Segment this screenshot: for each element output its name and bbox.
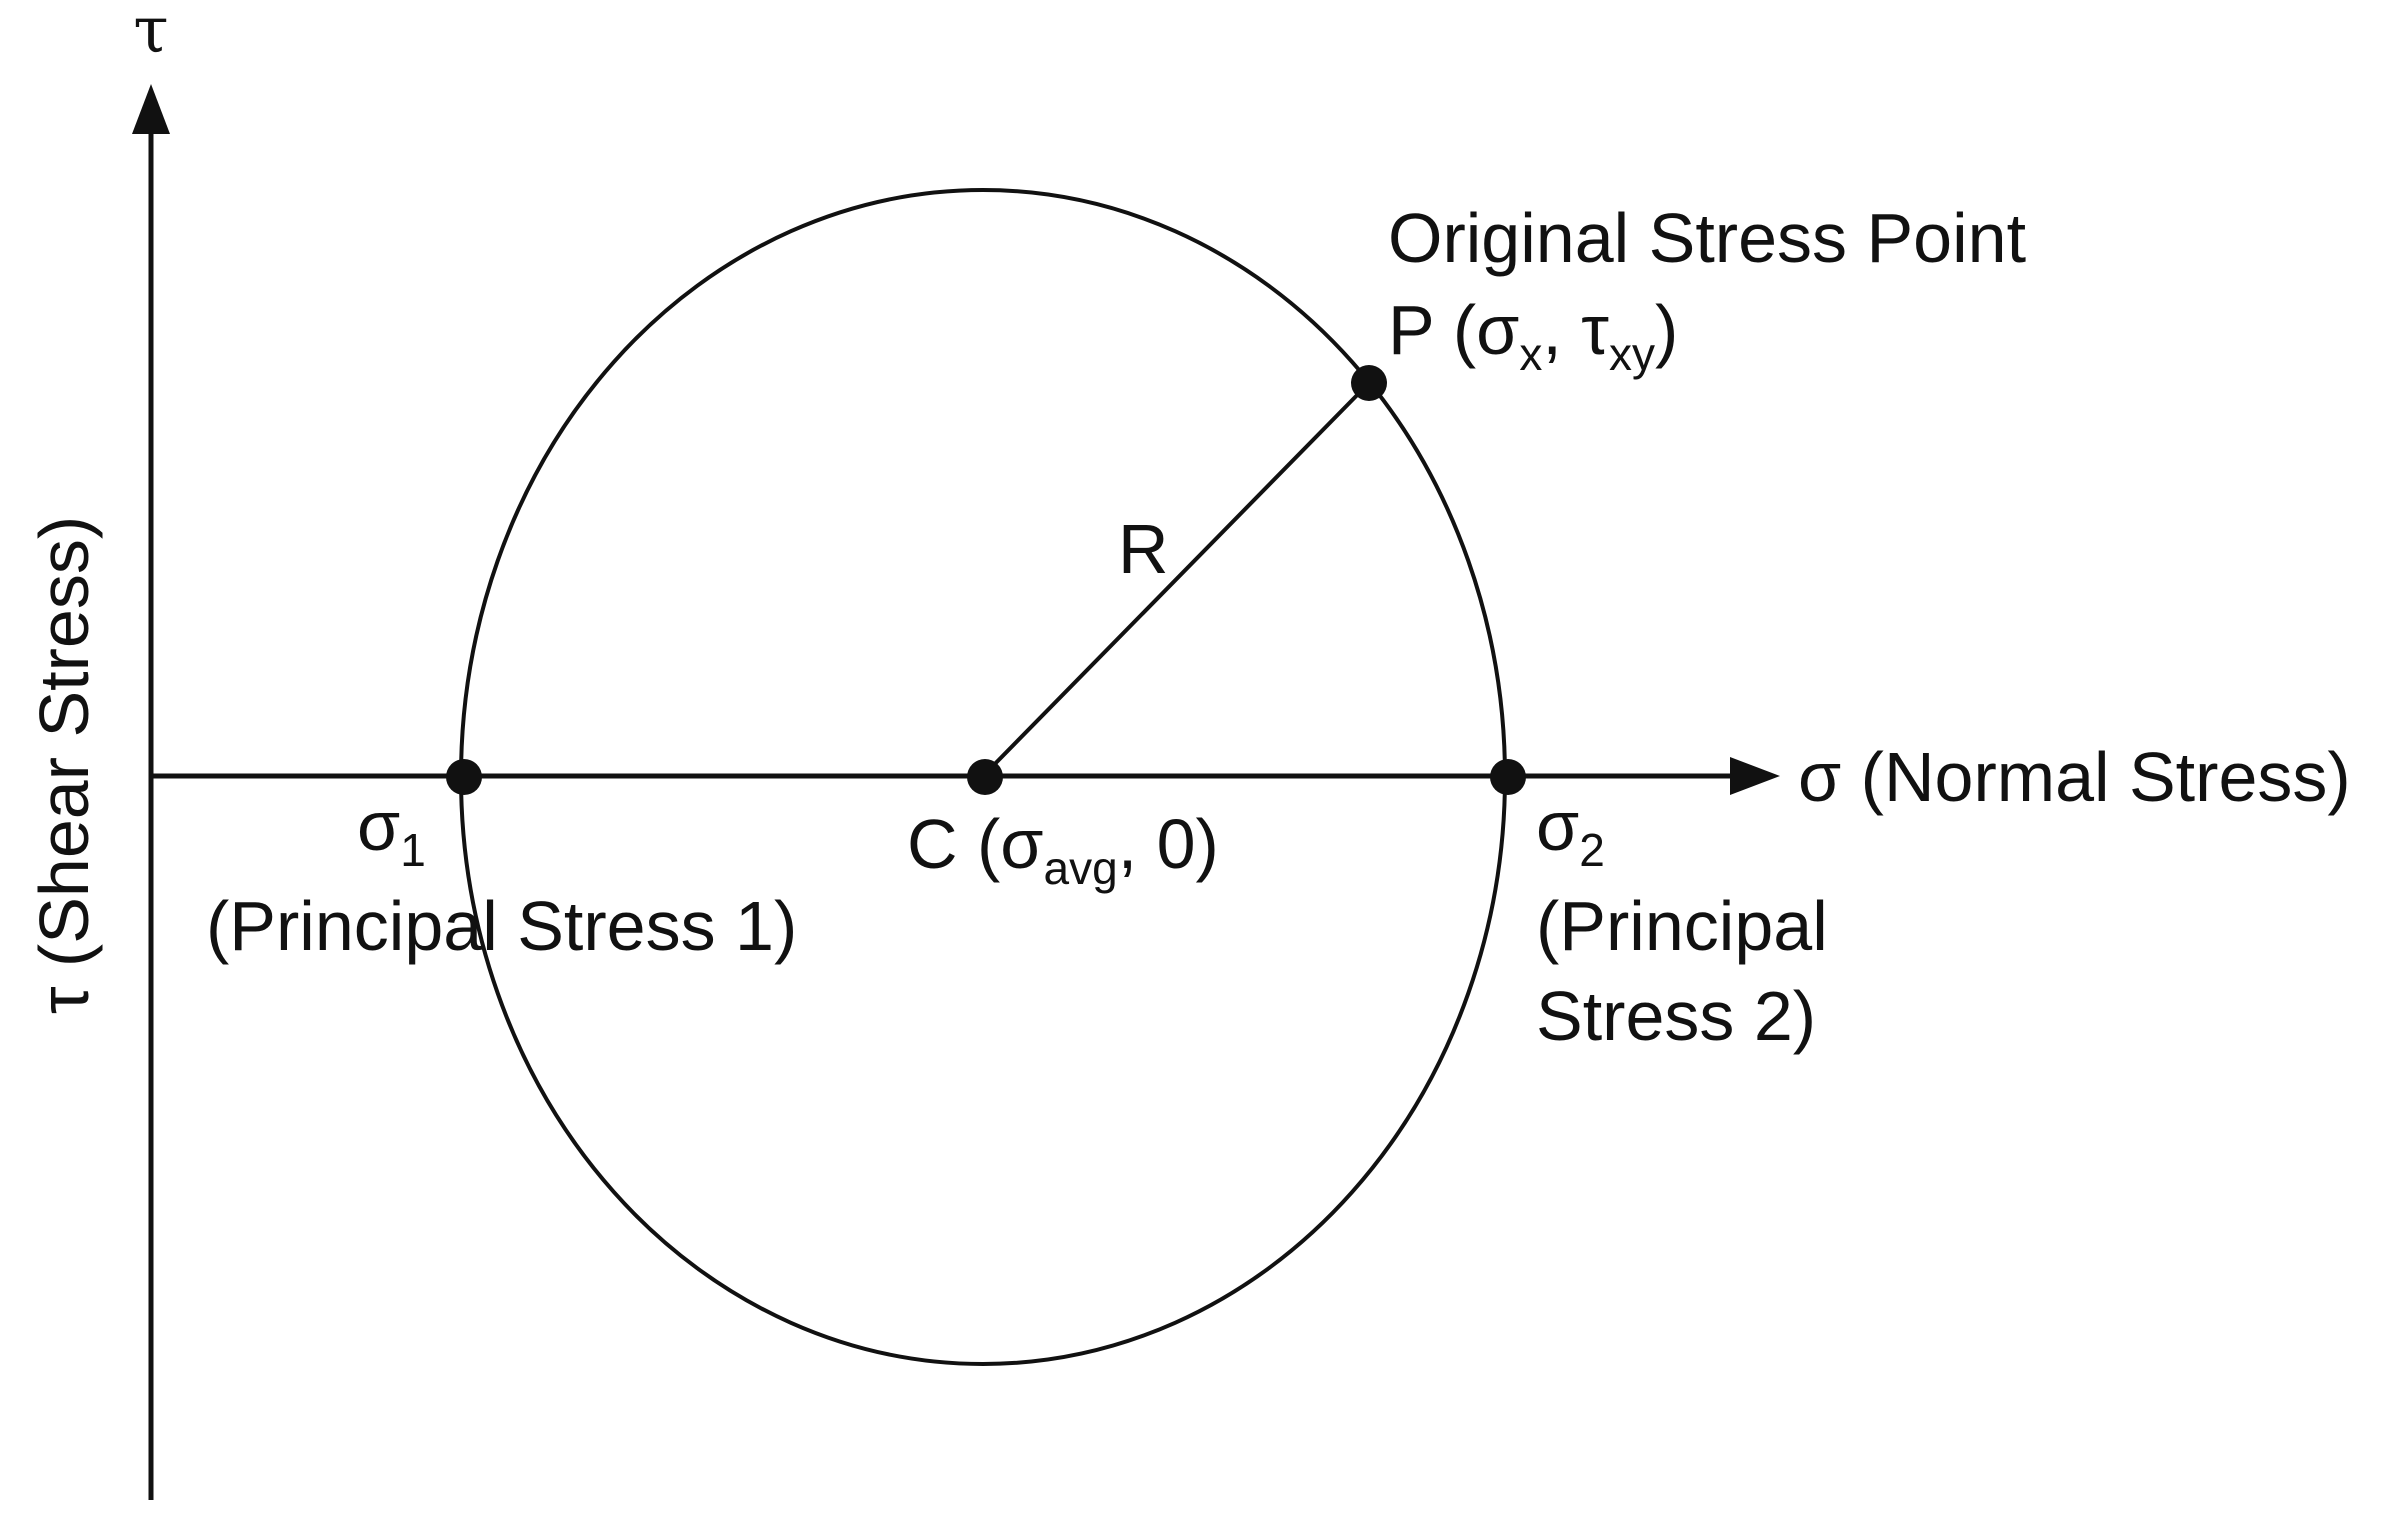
sigma2-symbol-label: σ2 xyxy=(1536,787,1605,876)
center-label: C (σavg, 0) xyxy=(907,805,1219,894)
sigma-axis-label-text: (Normal Stress) xyxy=(1841,738,2350,816)
tau-axis-arrowhead xyxy=(132,84,170,134)
radius-label: R xyxy=(1118,510,1169,588)
point-sigma1 xyxy=(446,759,482,795)
sigma-axis-label: σ (Normal Stress) xyxy=(1798,738,2351,816)
sigma-axis-symbol: σ xyxy=(1798,738,1841,816)
sigma1-symbol-label: σ1 xyxy=(357,787,426,876)
point-original-stress xyxy=(1351,365,1387,401)
sigma2-description-line2: Stress 2) xyxy=(1536,977,1816,1055)
point-center xyxy=(967,759,1003,795)
point-p-label: P (σx, τxy) xyxy=(1388,291,1678,380)
sigma2-description-line1: (Principal xyxy=(1536,887,1828,965)
tau-axis-symbol: τ xyxy=(133,0,168,68)
tau-axis-label: τ (Shear Stress) xyxy=(25,516,103,1014)
radius-line xyxy=(981,382,1370,778)
original-stress-point-title: Original Stress Point xyxy=(1388,199,2026,277)
sigma-axis-arrowhead xyxy=(1730,757,1780,795)
sigma1-description: (Principal Stress 1) xyxy=(206,887,797,965)
point-sigma2 xyxy=(1490,759,1526,795)
